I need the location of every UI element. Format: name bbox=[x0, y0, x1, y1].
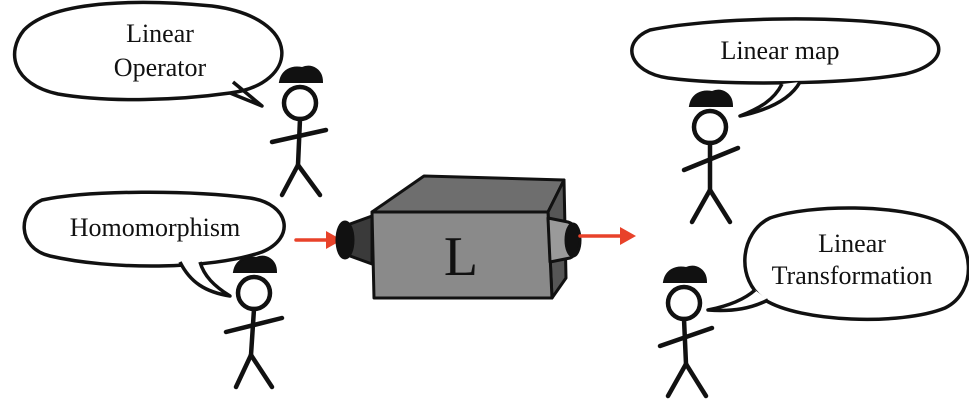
bubble-tail bbox=[738, 81, 802, 118]
hat-icon bbox=[688, 89, 734, 107]
machine-label: L bbox=[444, 226, 478, 288]
arrowhead-icon bbox=[326, 231, 342, 249]
bubble-tail bbox=[178, 261, 232, 298]
bubble-outline bbox=[12, 0, 284, 108]
leg-right bbox=[295, 162, 323, 198]
output-nozzle-rim bbox=[564, 222, 582, 258]
bubble-text-line-2: Operator bbox=[114, 53, 207, 82]
bubble-outline bbox=[630, 17, 941, 85]
stick-figure-bottom-left bbox=[223, 255, 285, 390]
box-front-face bbox=[370, 210, 554, 300]
arrowhead-icon bbox=[620, 227, 636, 245]
input-nozzle-rim bbox=[335, 220, 355, 260]
head bbox=[691, 108, 729, 146]
speech-bubble-linear-operator: Linear Operator bbox=[12, 0, 284, 108]
leg-left bbox=[233, 352, 254, 390]
bubble-text-line-1: Linear bbox=[818, 229, 886, 258]
head bbox=[665, 284, 703, 322]
leg-right bbox=[683, 361, 709, 399]
hat-icon bbox=[662, 265, 708, 283]
linear-machine-box bbox=[335, 174, 582, 300]
leg-right bbox=[707, 187, 733, 225]
head bbox=[235, 274, 273, 312]
hat-icon bbox=[278, 65, 324, 83]
arm bbox=[681, 145, 741, 173]
bubble-text: Homomorphism bbox=[70, 213, 240, 242]
box-top-face bbox=[370, 174, 566, 214]
bubble-tail bbox=[706, 288, 769, 313]
bubble-text-line-1: Linear bbox=[126, 19, 194, 48]
body bbox=[248, 306, 257, 358]
stick-figure-top-right bbox=[681, 89, 741, 225]
output-arrow bbox=[578, 227, 636, 245]
arm bbox=[657, 325, 715, 349]
head bbox=[281, 84, 319, 122]
leg-left bbox=[689, 187, 713, 225]
leg-left bbox=[665, 361, 689, 399]
bubble-text-line-2: Transformation bbox=[772, 261, 933, 290]
leg-left bbox=[279, 162, 301, 198]
stick-figure-top-left bbox=[269, 65, 329, 198]
input-arrow bbox=[294, 231, 342, 249]
bubble-outline bbox=[743, 206, 969, 322]
arm bbox=[223, 315, 285, 335]
bubble-text: Linear map bbox=[720, 36, 839, 65]
body bbox=[295, 116, 303, 168]
speech-bubble-homomorphism: Homomorphism bbox=[22, 190, 286, 298]
arm bbox=[269, 127, 329, 145]
speech-bubble-linear-transformation: Linear Transformation bbox=[706, 206, 969, 322]
speech-bubble-linear-map: Linear map bbox=[630, 17, 941, 118]
stick-figure-bottom-right bbox=[657, 265, 715, 399]
leg-right bbox=[248, 352, 275, 390]
body bbox=[681, 316, 689, 367]
bubble-outline bbox=[22, 190, 286, 268]
hat-icon bbox=[232, 255, 278, 273]
